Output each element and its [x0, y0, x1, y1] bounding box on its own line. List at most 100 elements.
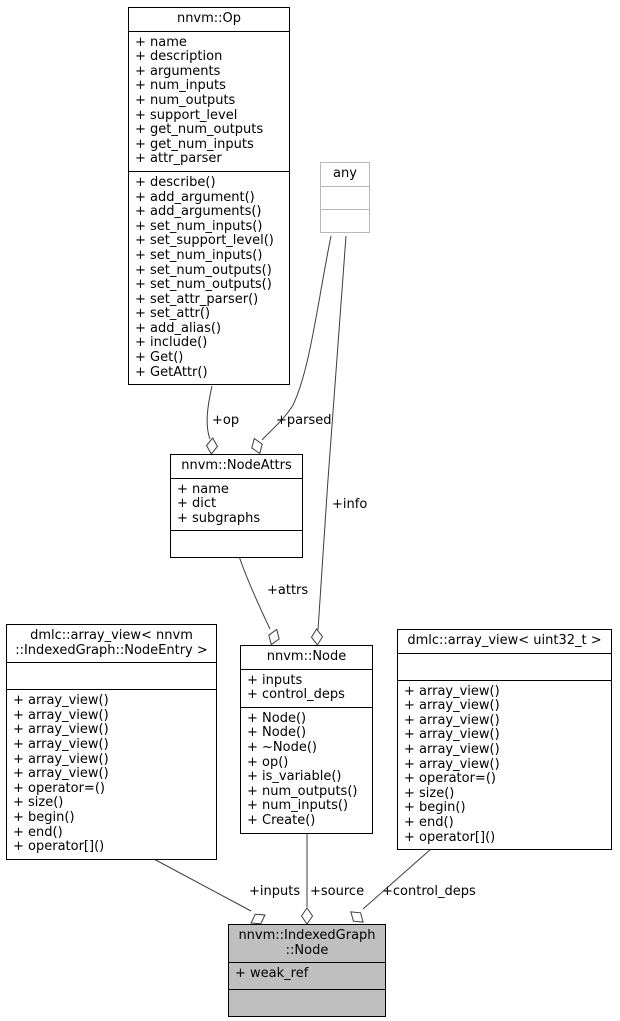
member-row: + operator[](): [13, 839, 105, 855]
member-row: + Node(): [247, 725, 307, 741]
member-row: + array_view(): [13, 722, 109, 738]
class-box-nnvm-op[interactable]: nnvm::Op + name+ description+ arguments+…: [128, 7, 290, 386]
member-row: + operator=(): [404, 771, 496, 787]
member-row: + array_view(): [404, 698, 500, 714]
class-attributes: [398, 654, 611, 680]
member-row: + num_inputs: [135, 78, 226, 94]
aggregation-diamond: [250, 913, 266, 925]
member-row: + set_support_level(): [135, 233, 274, 249]
class-attributes: [7, 663, 216, 689]
aggregation-diamond: [300, 907, 314, 925]
edge-label-control-deps: +control_deps: [382, 884, 476, 899]
member-row: + name: [135, 34, 187, 50]
member-row: + array_view(): [13, 736, 109, 752]
member-row: + array_view(): [404, 727, 500, 743]
member-row: + include(): [135, 335, 208, 351]
member-row: + num_inputs(): [247, 798, 349, 814]
class-methods: [171, 530, 302, 557]
aggregation-diamond: [268, 628, 280, 646]
edge-label-op: +op: [212, 413, 240, 428]
member-row: + set_attr_parser(): [135, 291, 259, 307]
class-attributes: + name+ dict+ subgraphs: [171, 479, 302, 531]
class-attributes: + name+ description+ arguments+ num_inpu…: [129, 32, 289, 171]
class-title: nnvm::IndexedGraph ::Node: [229, 925, 385, 964]
member-row: + num_outputs(): [247, 783, 358, 799]
aggregation-diamond: [251, 437, 263, 455]
member-row: + get_num_outputs: [135, 122, 264, 138]
member-row: + array_view(): [13, 751, 109, 767]
member-row: + control_deps: [247, 687, 345, 703]
member-row: + describe(): [135, 174, 216, 190]
member-row: + set_num_inputs(): [135, 247, 263, 263]
class-methods: + array_view()+ array_view()+ array_view…: [7, 689, 216, 859]
member-row: + num_outputs: [135, 92, 236, 108]
class-attributes: [321, 187, 369, 209]
class-title: dmlc::array_view< uint32_t >: [398, 630, 611, 654]
edge-label-info: +info: [332, 497, 368, 512]
member-row: + description: [135, 49, 223, 65]
class-box-array-view-uint32[interactable]: dmlc::array_view< uint32_t > + array_vie…: [397, 629, 612, 851]
member-row: + name: [177, 481, 229, 497]
member-row: + subgraphs: [177, 510, 261, 526]
member-row: + set_num_outputs(): [135, 262, 272, 278]
member-row: + size(): [404, 785, 455, 801]
class-methods: + array_view()+ array_view()+ array_view…: [398, 679, 611, 850]
member-row: + set_num_inputs(): [135, 218, 263, 234]
class-box-any[interactable]: any: [320, 162, 370, 233]
class-title: nnvm::Op: [129, 8, 289, 32]
class-title: dmlc::array_view< nnvm ::IndexedGraph::N…: [7, 625, 216, 664]
member-row: + add_arguments(): [135, 204, 262, 220]
member-row: + arguments: [135, 63, 221, 79]
edge-control-deps: [362, 848, 432, 910]
member-row: + begin(): [13, 809, 75, 825]
member-row: + set_attr(): [135, 306, 211, 322]
edge-inputs: [151, 857, 252, 912]
edge-label-source: +source: [310, 884, 365, 899]
edge-label-inputs: +inputs: [249, 884, 301, 899]
member-row: + Create(): [247, 812, 316, 828]
member-row: + set_num_outputs(): [135, 277, 272, 293]
class-methods: + describe()+ add_argument()+ add_argume…: [129, 170, 289, 384]
class-title: nnvm::Node: [241, 646, 372, 670]
edge-op: [206, 385, 213, 440]
member-row: + end(): [404, 814, 454, 830]
aggregation-diamond: [310, 628, 324, 646]
member-row: + begin(): [404, 800, 466, 816]
class-methods: [229, 989, 385, 1016]
member-row: + add_alias(): [135, 320, 222, 336]
member-row: + dict: [177, 496, 217, 512]
member-row: + get_num_inputs: [135, 136, 254, 152]
member-row: + size(): [13, 795, 64, 811]
member-row: + ~Node(): [247, 739, 317, 755]
member-row: + op(): [247, 754, 289, 770]
edge-label-parsed: +parsed: [276, 413, 332, 428]
class-box-nnvm-nodeattrs[interactable]: nnvm::NodeAttrs + name+ dict+ subgraphs: [170, 454, 303, 559]
edge-parsed: [261, 235, 332, 441]
edge-label-attrs: +attrs: [267, 583, 309, 598]
member-row: + Node(): [247, 710, 307, 726]
edge-info: [317, 235, 347, 631]
member-row: + add_argument(): [135, 189, 255, 205]
class-title: nnvm::NodeAttrs: [171, 455, 302, 479]
member-row: + array_view(): [13, 693, 109, 709]
member-row: + operator=(): [13, 780, 105, 796]
class-attributes: + weak_ref: [229, 963, 385, 989]
class-attributes: + inputs+ control_deps: [241, 670, 372, 707]
class-box-array-view-nodeentry[interactable]: dmlc::array_view< nnvm ::IndexedGraph::N…: [6, 624, 217, 860]
member-row: + support_level: [135, 107, 238, 123]
member-row: + array_view(): [13, 707, 109, 723]
member-row: + array_view(): [404, 756, 500, 772]
class-box-indexedgraph-node: nnvm::IndexedGraph ::Node + weak_ref: [228, 924, 386, 1018]
class-box-nnvm-node[interactable]: nnvm::Node + inputs+ control_deps + Node…: [240, 645, 373, 834]
class-methods: [321, 208, 369, 232]
aggregation-diamond: [205, 437, 219, 455]
member-row: + array_view(): [13, 766, 109, 782]
aggregation-diamond: [350, 911, 364, 923]
member-row: + GetAttr(): [135, 364, 208, 380]
edge-attrs: [238, 555, 271, 630]
member-row: + array_view(): [404, 741, 500, 757]
member-row: + weak_ref: [235, 966, 309, 982]
member-row: + array_view(): [404, 683, 500, 699]
member-row: + operator[](): [404, 829, 496, 845]
